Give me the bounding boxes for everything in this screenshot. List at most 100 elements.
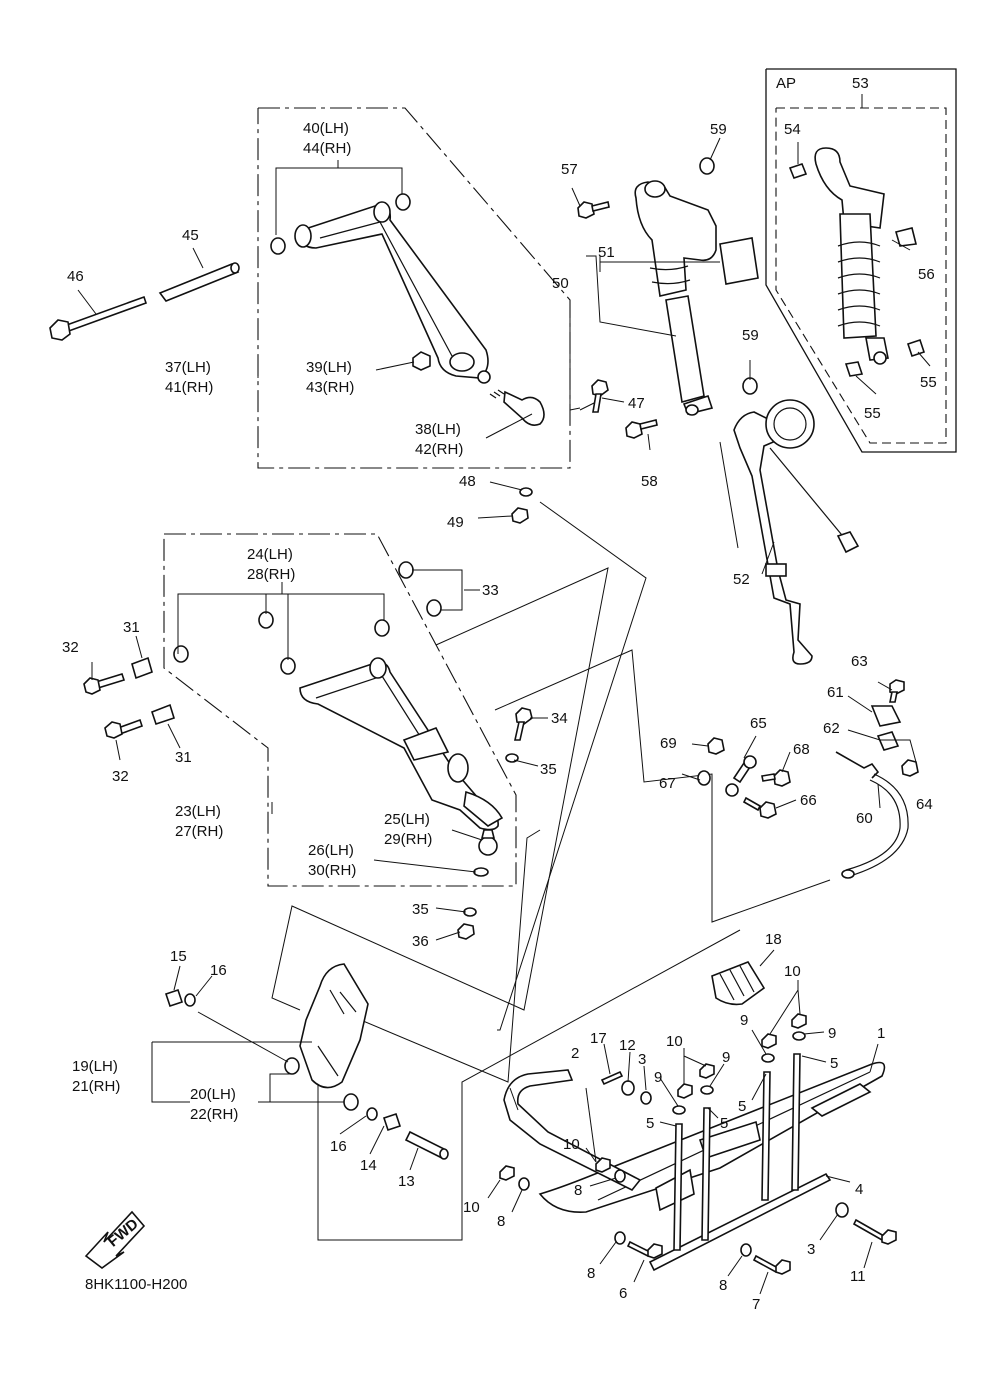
label-49: 49 (447, 514, 464, 531)
nut-69 (707, 737, 725, 755)
label-5d: 5 (720, 1115, 728, 1132)
label-15: 15 (170, 948, 187, 965)
label-18: 18 (765, 931, 782, 948)
label-42: 42(RH) (415, 441, 463, 458)
nut-36 (457, 923, 475, 940)
label-16a: 16 (210, 962, 227, 979)
label-11: 11 (850, 1268, 866, 1285)
shock-guard-51 (719, 237, 759, 285)
label-10c: 10 (563, 1136, 580, 1153)
bushing-20-22 (284, 1057, 359, 1111)
washer-9 (672, 1031, 806, 1115)
label-31b: 31 (175, 749, 192, 766)
label-ap: AP (776, 75, 796, 92)
label-57: 57 (561, 161, 578, 178)
label-66: 66 (800, 792, 817, 809)
label-9b: 9 (828, 1025, 836, 1042)
label-29: 29(RH) (384, 831, 432, 848)
label-52: 52 (733, 571, 750, 588)
label-3b: 3 (807, 1241, 815, 1258)
bolt-34 (514, 707, 533, 741)
assembly-lines (271, 300, 831, 1241)
label-33: 33 (482, 582, 499, 599)
label-35a: 35 (540, 761, 557, 778)
label-63: 63 (851, 653, 868, 670)
bolt-46 (49, 295, 148, 341)
guard-56 (895, 227, 917, 247)
ap-shock (814, 147, 889, 365)
label-38: 38(LH) (415, 421, 461, 438)
bolt-7 (752, 1254, 791, 1275)
label-12: 12 (619, 1037, 636, 1054)
bushing-24-28 (173, 611, 390, 675)
upper-a-arm (294, 201, 491, 384)
label-28: 28(RH) (247, 566, 295, 583)
label-48: 48 (459, 473, 476, 490)
label-53: 53 (852, 75, 869, 92)
shock-absorber (634, 180, 717, 416)
washer-26-30 (473, 867, 489, 877)
label-8b: 8 (497, 1213, 505, 1230)
label-43: 43(RH) (306, 379, 354, 396)
label-7: 7 (752, 1296, 760, 1313)
label-22: 22(RH) (190, 1106, 238, 1123)
ball-joint-38-42 (489, 389, 545, 426)
bolt-6 (626, 1240, 663, 1259)
diagram-code: 8HK1100-H200 (85, 1276, 187, 1293)
label-55b: 55 (864, 405, 881, 422)
label-58: 58 (641, 473, 658, 490)
label-45: 45 (182, 227, 199, 244)
label-25: 25(LH) (384, 811, 430, 828)
label-32b: 32 (112, 768, 129, 785)
cable-60 (835, 751, 909, 879)
label-64: 64 (916, 796, 933, 813)
label-13: 13 (398, 1173, 415, 1190)
bolt-11 (852, 1218, 897, 1245)
label-26: 26(LH) (308, 842, 354, 859)
bolt-47 (591, 379, 609, 413)
nut-49 (511, 507, 529, 524)
bolt-63 (889, 679, 905, 703)
spindle-19-21 (299, 963, 369, 1089)
collar-54 (788, 163, 808, 179)
label-9d: 9 (654, 1069, 662, 1086)
label-67: 67 (659, 775, 676, 792)
label-10b: 10 (666, 1033, 683, 1050)
label-10a: 10 (784, 963, 801, 980)
clamp-62 (876, 731, 900, 751)
label-31a: 31 (123, 619, 140, 636)
lower-a-arm (299, 657, 504, 831)
label-65: 65 (750, 715, 767, 732)
label-2: 2 (571, 1045, 579, 1062)
label-56: 56 (918, 266, 935, 283)
label-21: 21(RH) (72, 1078, 120, 1095)
label-9a: 9 (740, 1012, 748, 1029)
label-35b: 35 (412, 901, 429, 918)
shaft-13 (404, 1130, 449, 1160)
label-54: 54 (784, 121, 801, 138)
ski-1 (538, 1061, 886, 1213)
bolt-32 (83, 673, 144, 739)
label-50: 50 (552, 275, 569, 292)
pin-17 (600, 1070, 624, 1086)
washer-8 (518, 1169, 752, 1257)
runner-4 (648, 1172, 832, 1272)
bracket-61 (870, 705, 902, 727)
collar-45 (158, 262, 240, 302)
ap-frame (765, 68, 957, 453)
label-68: 68 (793, 741, 810, 758)
collar-12 (621, 1080, 635, 1096)
collar-3 (640, 1091, 849, 1218)
label-19: 19(LH) (72, 1058, 118, 1075)
label-5a: 5 (830, 1055, 838, 1072)
label-8a: 8 (574, 1182, 582, 1199)
washer-48 (519, 487, 533, 497)
collar-59 (699, 157, 758, 395)
label-59a: 59 (710, 121, 727, 138)
bolt-5 (673, 1053, 801, 1251)
bolt-66 (742, 796, 777, 819)
label-39: 39(LH) (306, 359, 352, 376)
label-14: 14 (360, 1157, 377, 1174)
bushing-33 (398, 561, 442, 617)
